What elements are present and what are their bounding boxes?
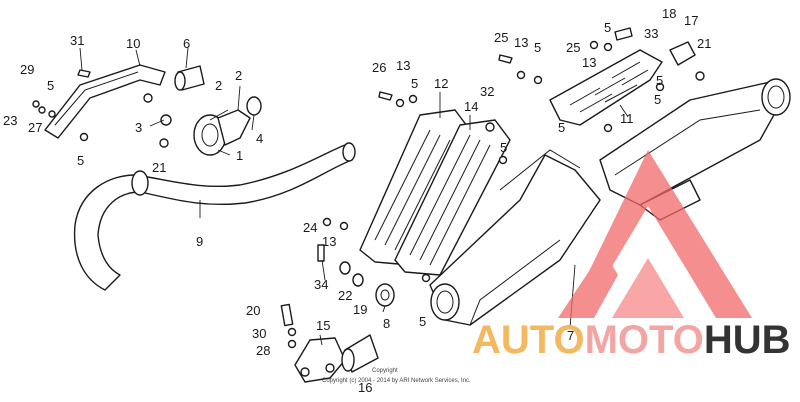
callout-15: 15 (316, 318, 330, 333)
callout-5e: 5 (534, 40, 541, 55)
callout-19: 19 (353, 302, 367, 317)
watermark-triangle-logo (558, 150, 752, 318)
callout-5j: 5 (419, 314, 426, 329)
copyright-line-2: Copyright (c) 2004 - 2014 by ARI Network… (322, 378, 471, 384)
hardware (32, 27, 705, 349)
callout-25b: 25 (566, 40, 580, 55)
callout-8: 8 (383, 316, 390, 331)
callout-17: 17 (684, 13, 698, 28)
callout-7: 7 (567, 328, 574, 343)
callout-5c: 5 (411, 76, 418, 91)
callout-11: 11 (620, 111, 634, 126)
callout-1: 1 (236, 148, 243, 163)
callout-5a: 5 (47, 78, 54, 93)
callout-labels: 31 10 6 29 5 2 2 23 27 3 4 1 5 21 9 26 1… (3, 6, 711, 395)
callout-32: 32 (480, 84, 494, 99)
callout-5h: 5 (654, 92, 661, 107)
callout-13c: 13 (582, 55, 596, 70)
callout-30: 30 (252, 326, 266, 341)
callout-24: 24 (303, 220, 317, 235)
callout-22: 22 (338, 288, 352, 303)
callout-2a: 2 (235, 68, 242, 83)
sleeve-6 (174, 65, 205, 91)
callout-13d: 13 (322, 234, 336, 249)
callout-21b: 21 (697, 36, 711, 51)
callout-2b: 2 (215, 78, 222, 93)
callout-28: 28 (256, 343, 270, 358)
callout-9: 9 (196, 234, 203, 249)
callout-26: 26 (372, 60, 386, 75)
callout-33: 33 (644, 26, 658, 41)
callout-16: 16 (358, 380, 372, 395)
callout-18: 18 (662, 6, 676, 21)
callout-23: 23 (3, 113, 17, 128)
callout-27: 27 (28, 120, 42, 135)
bracket-10 (44, 64, 166, 139)
callout-3: 3 (135, 120, 142, 135)
watermark-text: AUTOMOTOHUB (472, 318, 791, 363)
callout-10: 10 (126, 36, 140, 51)
callout-5i: 5 (558, 120, 565, 135)
callout-5f: 5 (604, 20, 611, 35)
clamp-15 (294, 337, 346, 383)
heat-shield-14 (394, 119, 511, 276)
callout-12: 12 (434, 76, 448, 91)
callout-31: 31 (70, 33, 84, 48)
callout-25a: 25 (494, 30, 508, 45)
copyright-line-1: Copyright (372, 368, 398, 374)
watermark-auto: AUTO (472, 318, 585, 362)
callout-14: 14 (464, 99, 478, 114)
heat-shield-11 (549, 49, 663, 126)
callout-21a: 21 (152, 160, 166, 175)
callout-13b: 13 (514, 35, 528, 50)
flange-1 (193, 96, 262, 156)
watermark-moto: MOTO (584, 318, 704, 362)
callout-5d: 5 (500, 140, 507, 155)
watermark-hub: HUB (703, 318, 791, 362)
callout-5b: 5 (77, 153, 84, 168)
callout-4: 4 (256, 131, 263, 146)
callout-34: 34 (314, 277, 328, 292)
callout-29: 29 (20, 62, 34, 77)
callout-6: 6 (183, 36, 190, 51)
silencer-casing (429, 149, 601, 326)
callout-20: 20 (246, 303, 260, 318)
callout-13a: 13 (396, 58, 410, 73)
sleeve-16 (341, 334, 379, 373)
exhaust-pipe-9 (73, 142, 356, 291)
callout-5g: 5 (656, 73, 663, 88)
